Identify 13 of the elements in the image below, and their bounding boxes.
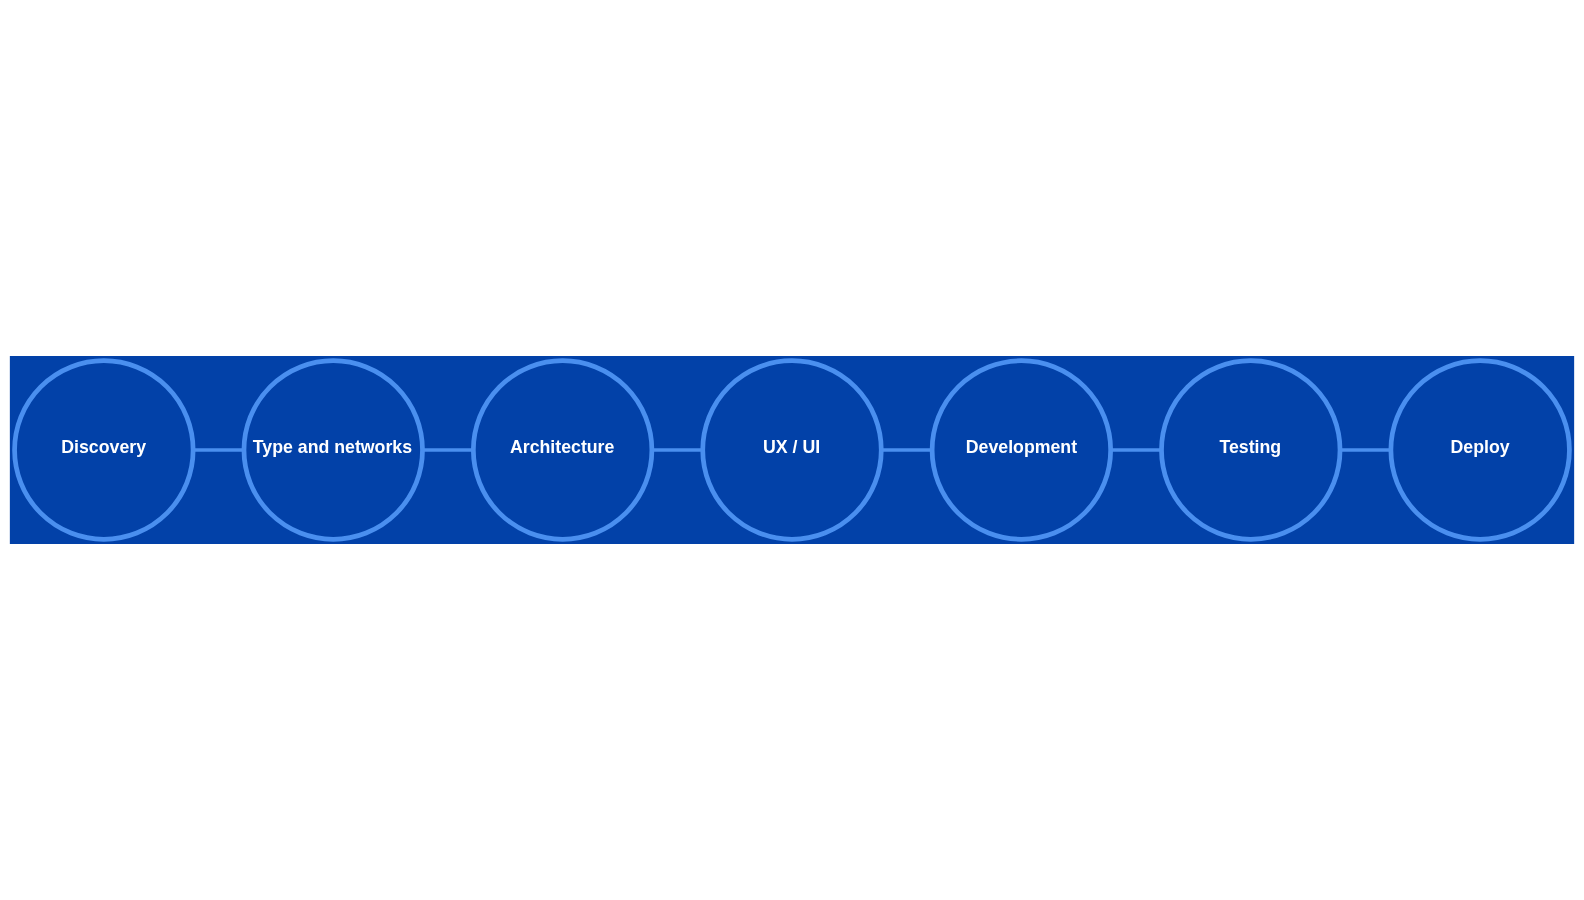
node-circle: Discovery — [12, 358, 196, 542]
connector — [651, 448, 703, 452]
node-circle: Architecture — [471, 358, 655, 542]
connector — [881, 448, 932, 452]
node-circle: Type and networks — [241, 358, 425, 542]
connector — [193, 448, 244, 452]
connector — [1340, 448, 1391, 452]
node-circle: Development — [929, 358, 1113, 542]
node-circle: UX / UI — [700, 358, 884, 542]
node-circle: Testing — [1159, 358, 1343, 542]
connector — [1110, 448, 1162, 452]
node-circle: Deploy — [1388, 358, 1572, 542]
connector — [422, 448, 473, 452]
